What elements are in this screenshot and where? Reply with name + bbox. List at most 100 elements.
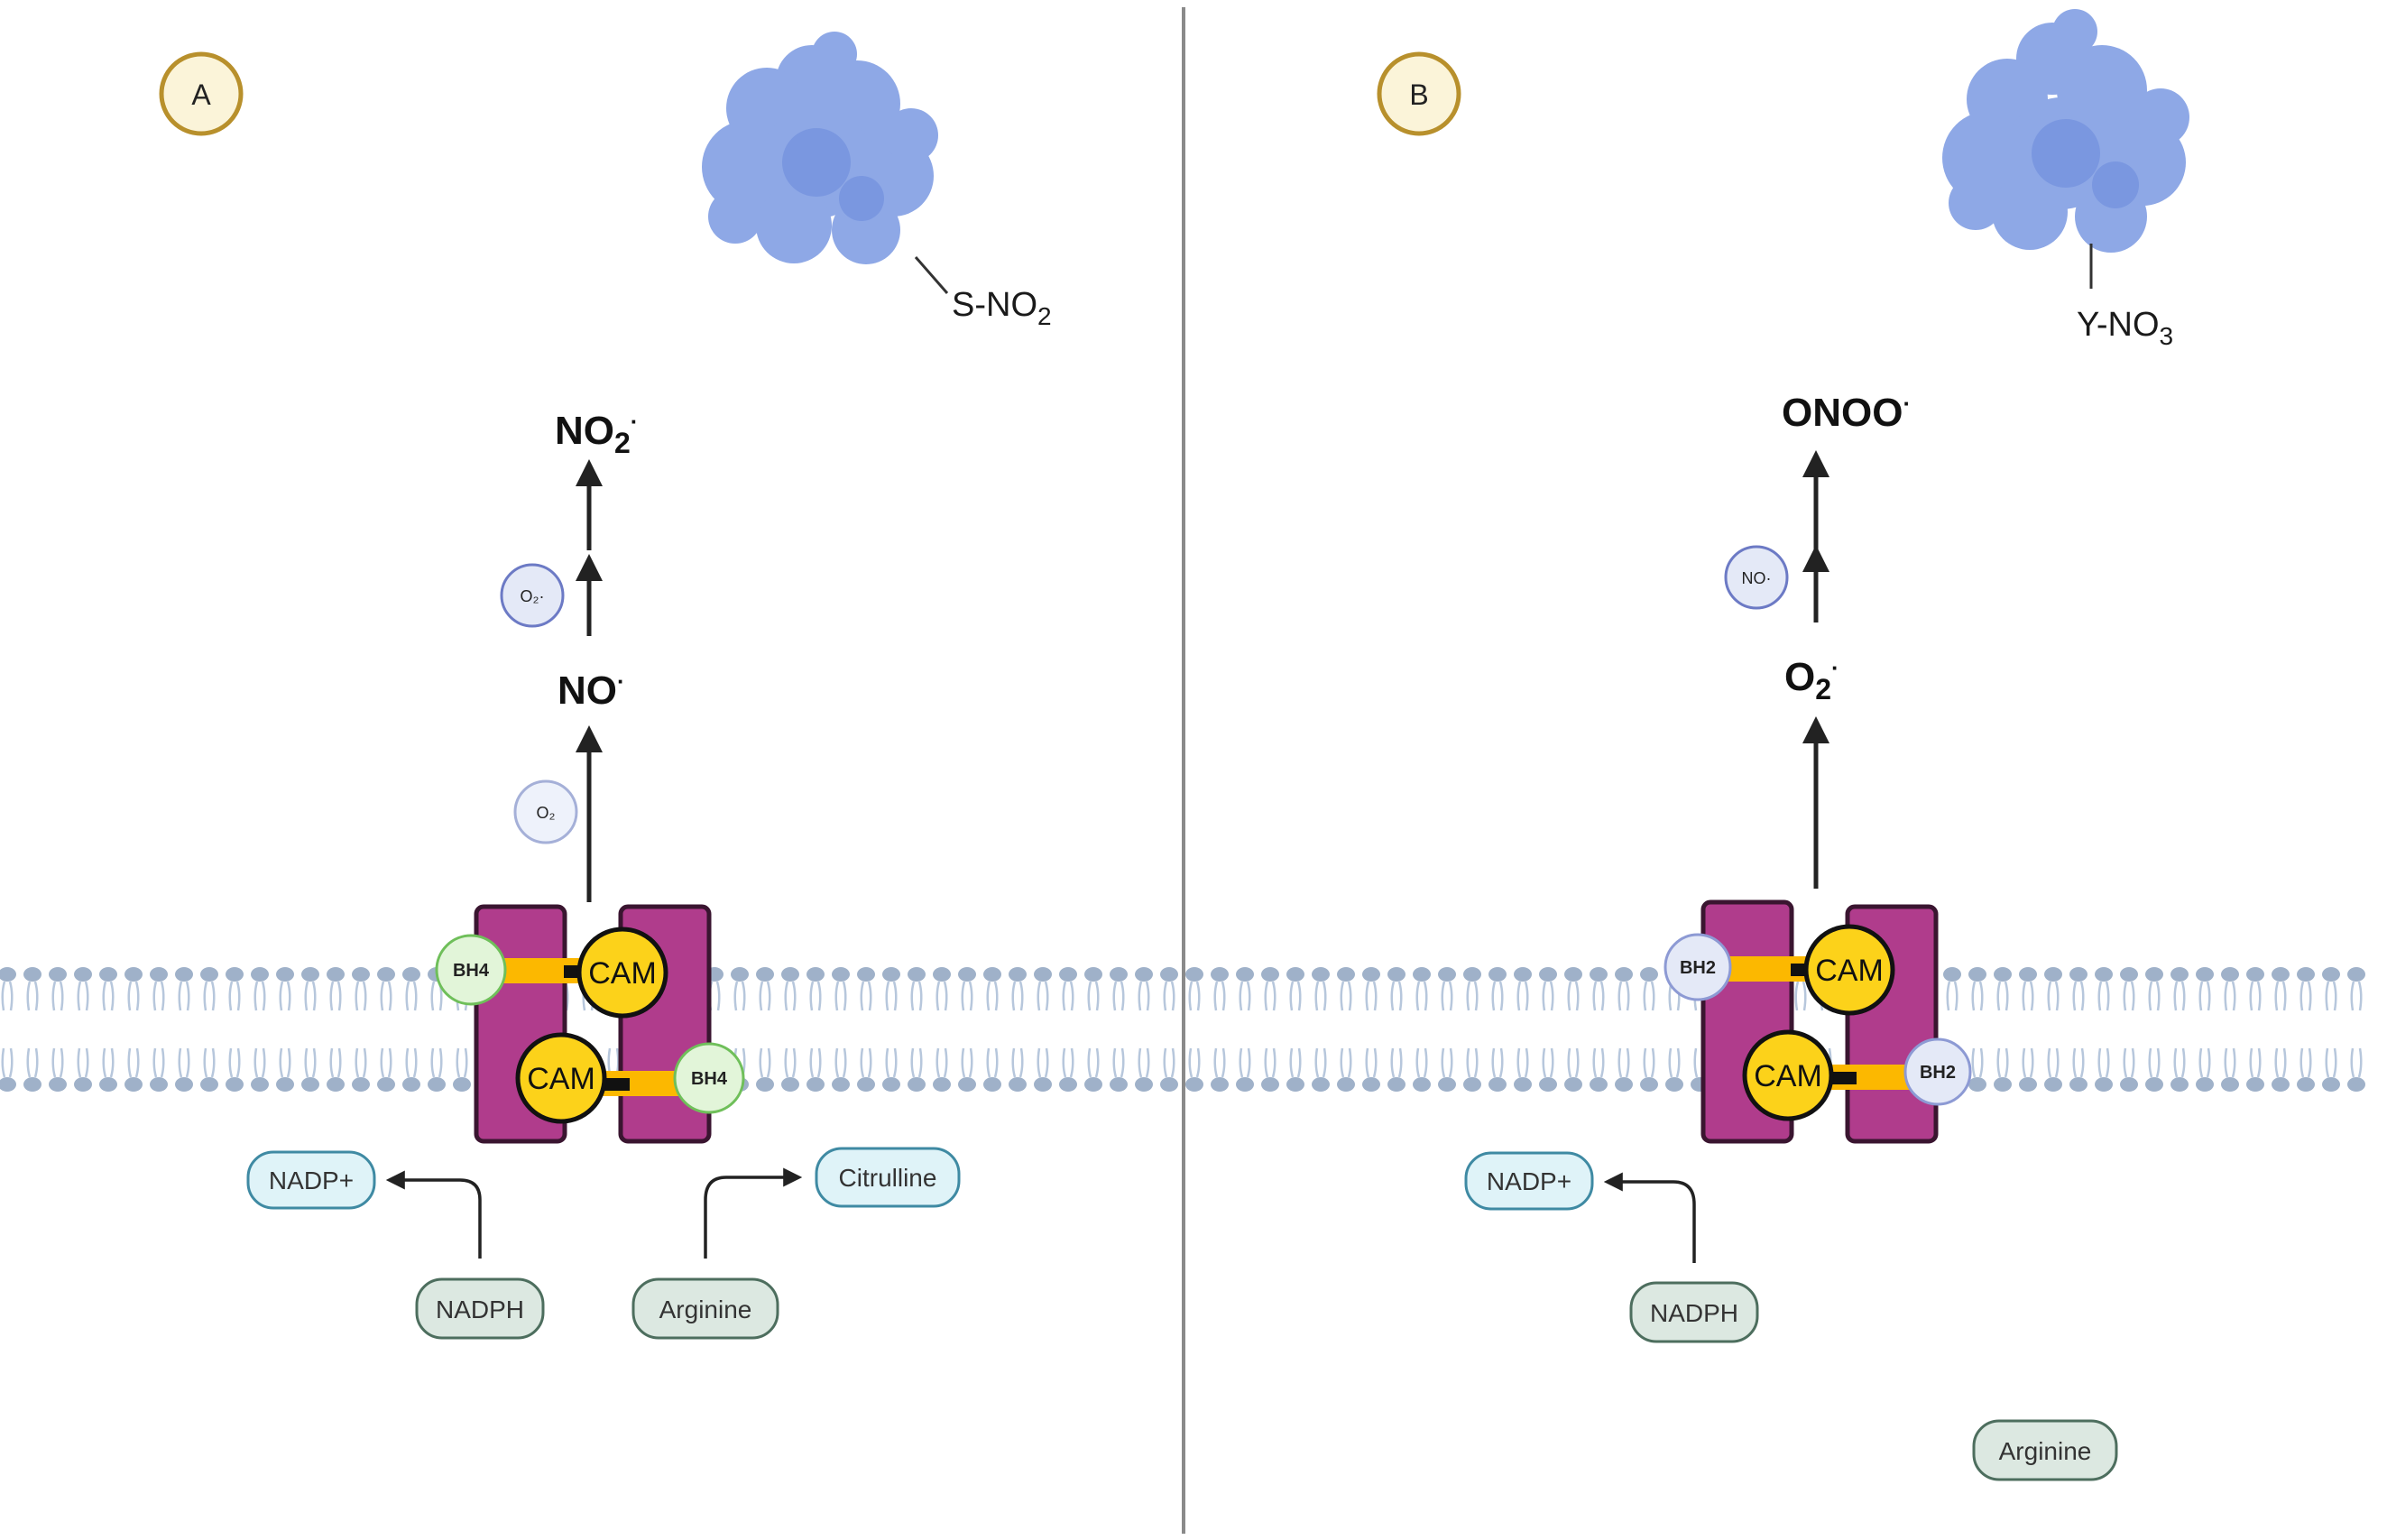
svg-text:BH2: BH2 [1920,1063,1956,1083]
lipid-top [0,965,18,1012]
lipid-top [97,965,119,1012]
lipid-bottom [1133,1047,1155,1093]
lipid-bottom [754,1047,776,1093]
lipid-bottom [2042,1047,2064,1093]
lipid-bottom [148,1047,170,1093]
bh4-a-top [435,934,507,1006]
lipid-top [1083,965,1104,1012]
lipid-top [2118,965,2140,1012]
lipid-top [1108,965,1129,1012]
lipid-bottom [1537,1047,1559,1093]
lipid-bottom [2017,1047,2039,1093]
lipid-top [1487,965,1508,1012]
lipid-top [754,965,776,1012]
lipid-bottom [22,1047,43,1093]
lipid-top [1032,965,1054,1012]
arrow-a-arginine [704,1167,803,1259]
pill-b-arginine [1972,1419,2118,1481]
lipid-top [1158,965,1180,1012]
lipid-bottom [224,1047,245,1093]
lipid-bottom [2295,1047,2317,1093]
protein-a-modification: S-NO2 [952,286,1052,330]
lipid-bottom [956,1047,978,1093]
lipid-top [1133,965,1155,1012]
lipid-bottom [123,1047,144,1093]
lipid-bottom [2093,1047,2115,1093]
lipid-bottom [426,1047,447,1093]
lipid-bottom [1285,1047,1306,1093]
lipid-bottom [1360,1047,1382,1093]
pill-a-citrulline [815,1147,961,1208]
panel-b-label: B [1409,78,1428,111]
lipid-bottom [2244,1047,2266,1093]
svg-text:NADPH: NADPH [436,1296,524,1323]
panel-a-label: A [191,78,211,111]
svg-text:NADP+: NADP+ [269,1167,354,1194]
lipid-top [300,965,321,1012]
lipid-top [2042,965,2064,1012]
lipid-bottom [1310,1047,1332,1093]
lipid-top [1967,965,1988,1012]
cofactor-a-oxygen-label: O₂ [537,804,556,822]
cam-b-top [1803,924,1895,1016]
lipid-bottom [1083,1047,1104,1093]
lipid-top [350,965,372,1012]
lipid-bottom [1386,1047,1407,1093]
lipid-top [173,965,195,1012]
lipid-bottom [300,1047,321,1093]
cofactor-b-no-label: NO· [1742,569,1772,587]
lipid-top [1310,965,1332,1012]
lipid-top [1285,965,1306,1012]
svg-text:Arginine: Arginine [1999,1437,2092,1465]
lipid-top [1436,965,1458,1012]
cofactor-b-no [1724,545,1789,610]
svg-text:NADP+: NADP+ [1487,1167,1571,1195]
lipid-top [47,965,69,1012]
lipid-bottom [1487,1047,1508,1093]
lipid-top [982,965,1003,1012]
lipid-bottom [830,1047,852,1093]
svg-text:NADPH: NADPH [1650,1299,1738,1327]
lipid-bottom [1209,1047,1230,1093]
lipid-top [855,965,877,1012]
panel-b: B Y-NO3 ONOO· NO· O2· [1377,9,2189,1481]
lipid-top [956,965,978,1012]
lipid-bottom [1032,1047,1054,1093]
lipid-bottom [2194,1047,2216,1093]
bh4-a-bottom [673,1042,745,1114]
lipid-bottom [2219,1047,2241,1093]
lipid-bottom [198,1047,220,1093]
lipid-top [1512,965,1534,1012]
cam-b-bottom [1742,1029,1834,1121]
svg-text:BH4: BH4 [691,1069,728,1089]
lipid-top [2219,965,2241,1012]
lipid-bottom [931,1047,953,1093]
panel-a-label-badge: A [159,51,244,136]
pill-a-arginine [631,1277,779,1340]
lipid-top [1638,965,1660,1012]
lipid-top [198,965,220,1012]
protein-b-modification: Y-NO3 [2077,306,2173,350]
pill-b-nadph [1629,1281,1759,1343]
lipid-bottom [2118,1047,2140,1093]
lipid-top [1335,965,1357,1012]
lipid-bottom [274,1047,296,1093]
lipid-top [1259,965,1281,1012]
lipid-bottom [2346,1047,2367,1093]
lipid-top [1386,965,1407,1012]
lipid-bottom [1461,1047,1483,1093]
lipid-top [1562,965,1584,1012]
svg-text:CAM: CAM [588,956,657,991]
lipid-top [779,965,801,1012]
lipid-top [1613,965,1635,1012]
lipid-bottom [855,1047,877,1093]
lipid-top [2320,965,2342,1012]
svg-text:BH2: BH2 [1680,958,1716,978]
lipid-bottom [779,1047,801,1093]
lipid-top [249,965,271,1012]
lipid-bottom [1007,1047,1028,1093]
lipid-bottom [401,1047,422,1093]
lipid-top [224,965,245,1012]
bh2-b-top [1664,933,1732,1001]
